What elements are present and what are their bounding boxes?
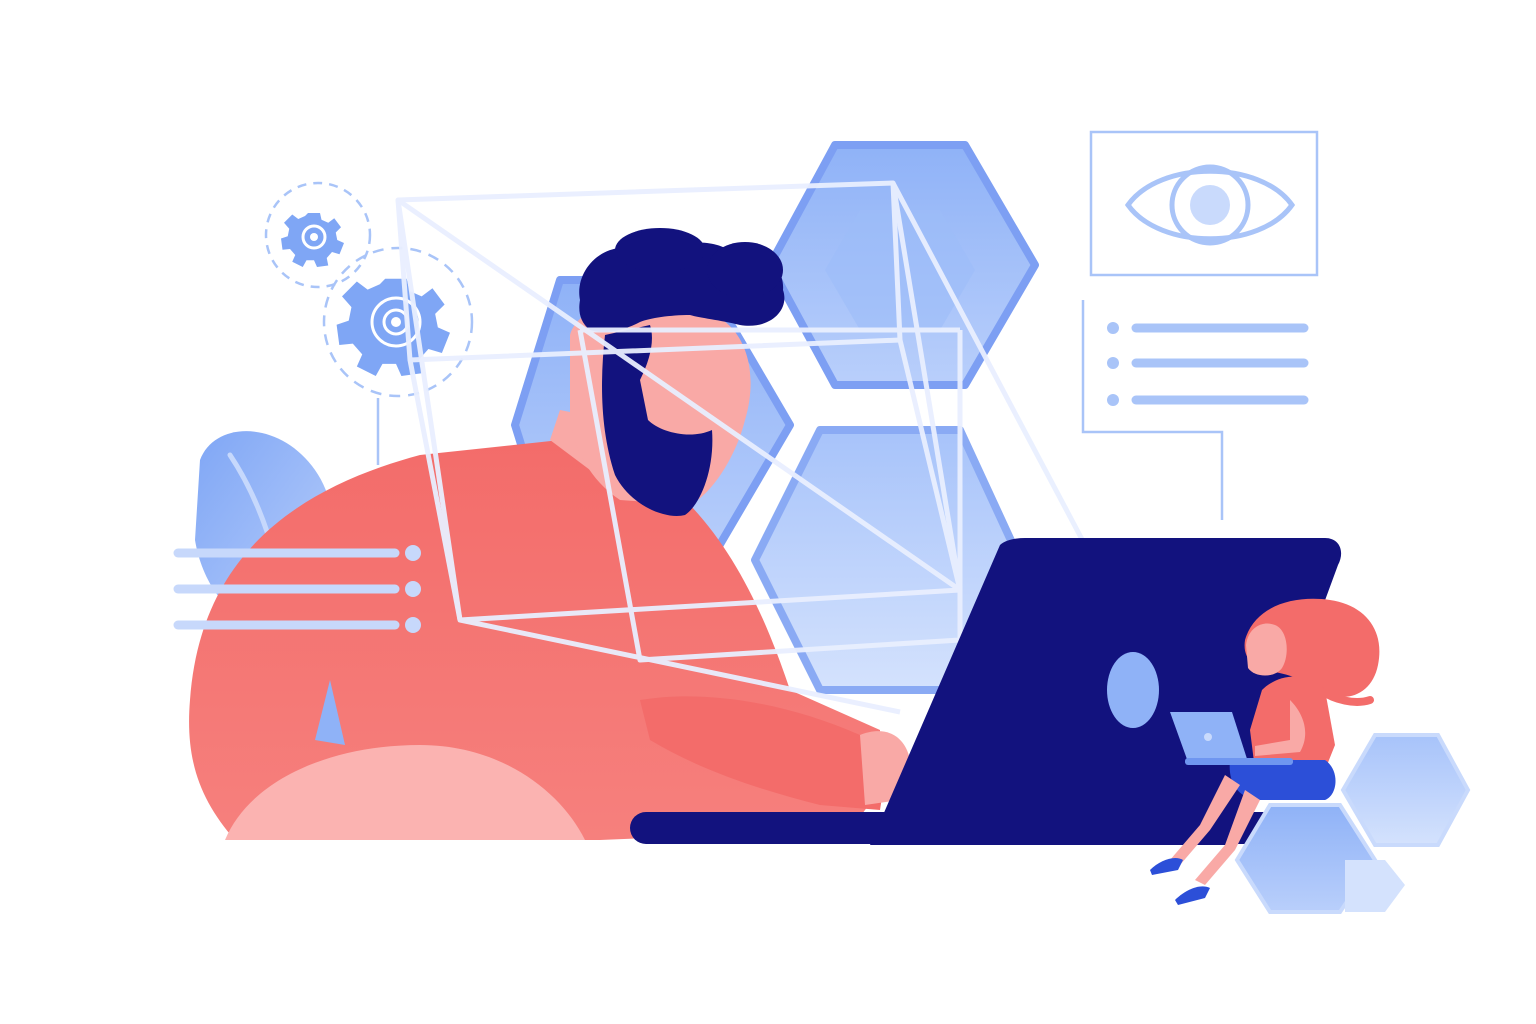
woman-figure bbox=[1150, 598, 1380, 905]
list-icon bbox=[1081, 300, 1309, 520]
laptop-icon bbox=[630, 538, 1342, 845]
hexagon-cluster-small bbox=[1234, 733, 1471, 914]
hexagon-icon bbox=[1234, 803, 1378, 914]
hexagon-icon bbox=[1345, 860, 1405, 912]
small-laptop-icon bbox=[1170, 712, 1293, 765]
laptop-logo bbox=[1107, 652, 1159, 728]
eye-panel bbox=[1089, 130, 1319, 277]
gear-group bbox=[264, 181, 474, 465]
eye-icon bbox=[1124, 164, 1296, 246]
list-icon bbox=[173, 545, 421, 633]
gear-icon bbox=[281, 213, 344, 267]
man-figure bbox=[189, 228, 910, 840]
face-scan-wireframe bbox=[395, 180, 1088, 715]
hexagon-icon bbox=[1340, 733, 1471, 847]
